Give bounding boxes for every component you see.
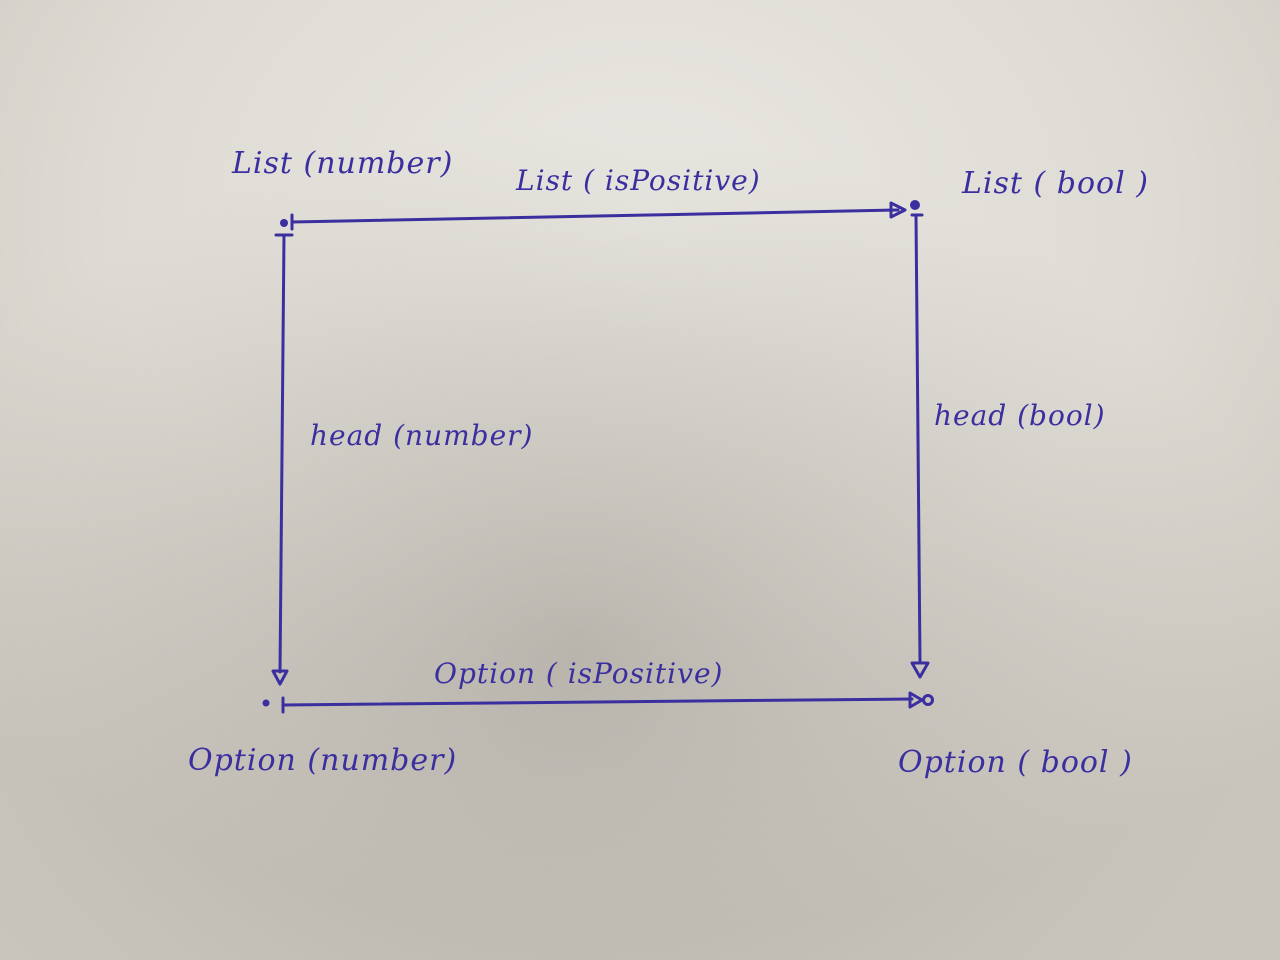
node-top-left-dot <box>280 219 288 227</box>
arrow-bottom <box>281 691 924 714</box>
arrow-right <box>910 213 930 679</box>
node-top-right-dot <box>910 200 920 210</box>
node-bottom-left-label: Option (number) <box>188 743 457 778</box>
edge-right-label: head (bool) <box>934 399 1106 432</box>
node-bottom-right-label: Option ( bool ) <box>898 745 1133 780</box>
node-bottom-left-dot <box>262 699 270 707</box>
arrow-left <box>271 233 294 686</box>
edge-top-label: List ( isPositive) <box>515 164 761 197</box>
arrow-top <box>290 201 907 231</box>
node-top-right-label: List ( bool ) <box>961 166 1149 201</box>
node-bottom-right-dot <box>922 694 934 706</box>
edge-bottom-label: Option ( isPositive) <box>434 657 723 690</box>
edge-left-label: head (number) <box>310 419 533 452</box>
node-top-left-label: List (number) <box>231 146 453 181</box>
